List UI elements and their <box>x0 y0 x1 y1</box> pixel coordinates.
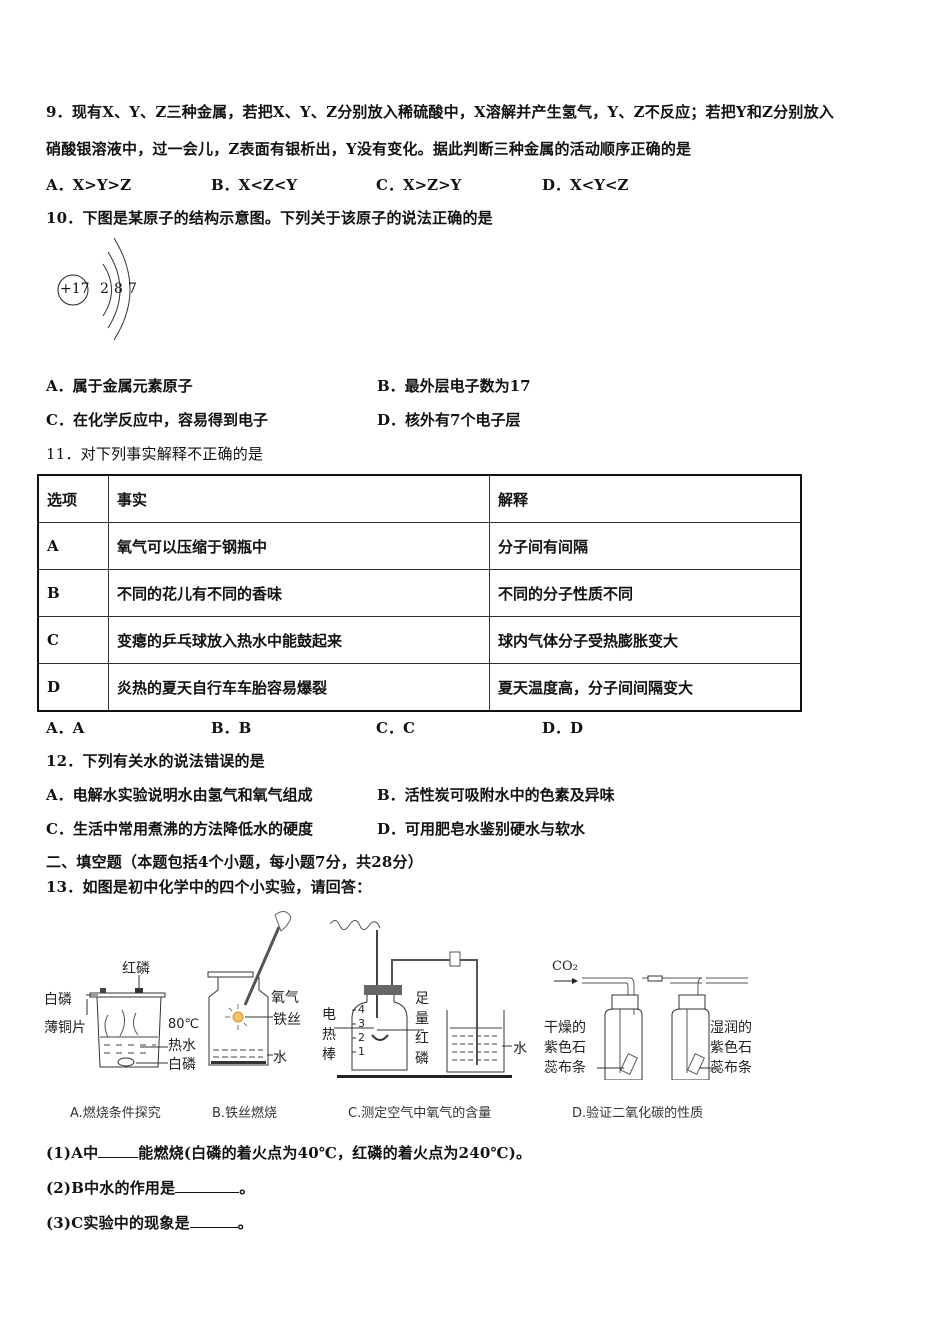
q9-option-d: D．X<Y<Z <box>542 176 629 194</box>
label-hot-water: 热水 <box>168 1038 196 1054</box>
q11-option-b: B．B <box>211 719 252 737</box>
scale-3: 3 <box>358 1017 365 1030</box>
sub3-suffix: 。 <box>237 1214 253 1232</box>
header-fact: 事实 <box>108 474 490 523</box>
label-wet-2: 紫色石 <box>710 1040 752 1056</box>
answer-blank-3[interactable] <box>189 1213 238 1228</box>
label-iron-wire: 铁丝 <box>273 1012 301 1028</box>
label-dry-2: 紫色石 <box>544 1040 586 1056</box>
row-option: C <box>37 616 109 664</box>
label-water: 水 <box>273 1050 287 1066</box>
figure-c-caption: C.测定空气中氧气的含量 <box>348 1106 492 1121</box>
label-red-phosphorus: 红磷 <box>122 961 150 977</box>
label-rod: 棒 <box>322 1047 336 1063</box>
table-row: C 变瘪的乒乓球放入热水中能鼓起来 球内气体分子受热膨胀变大 <box>37 616 802 664</box>
figure-c-oxygen-content: 电 热 棒 足 量 红 磷 水 4 3 2 1 <box>322 910 542 1090</box>
label-water-c: 水 <box>513 1041 527 1057</box>
q11-option-a: A．A <box>46 719 85 737</box>
label-dry-3: 蕊布条 <box>544 1060 586 1076</box>
figure-b-caption: B.铁丝燃烧 <box>212 1106 278 1121</box>
label-heat: 热 <box>322 1027 336 1043</box>
label-white-phosphorus-top: 白磷 <box>44 992 72 1008</box>
q13-stem: 13．如图是初中化学中的四个小实验，请回答： <box>46 878 372 896</box>
sub2-prefix: (2)B中水的作用是 <box>46 1179 176 1197</box>
label-amount: 量 <box>415 1011 429 1027</box>
label-dry-1: 干燥的 <box>544 1020 586 1036</box>
q12-option-c: C．生活中常用煮沸的方法降低水的硬度 <box>46 820 313 838</box>
row-explanation: 不同的分子性质不同 <box>489 569 802 617</box>
q13-sub1: (1)A中 能燃烧(白磷的着火点为40℃，红磷的着火点为240℃)。 <box>46 1143 531 1163</box>
scale-2: 2 <box>358 1031 365 1044</box>
q11-stem: 11．对下列事实解释不正确的是 <box>46 445 264 463</box>
figure-d-co2-properties: CO₂ 干燥的 紫色石 蕊布条 湿润的 紫色石 蕊布条 <box>542 955 762 1081</box>
sub2-suffix: 。 <box>239 1179 255 1197</box>
row-fact: 不同的花儿有不同的香味 <box>108 569 490 617</box>
sub1-prefix: (1)A中 <box>46 1144 99 1162</box>
row-option: B <box>37 569 109 617</box>
q10-option-c: C．在化学反应中，容易得到电子 <box>46 411 268 429</box>
label-wet-3: 蕊布条 <box>710 1060 752 1076</box>
q12-option-d: D．可用肥皂水鉴别硬水与软水 <box>377 820 586 838</box>
q9-option-c: C．X>Z>Y <box>376 176 462 194</box>
section-2-title: 二、填空题（本题包括4个小题，每小题7分，共28分） <box>46 853 423 871</box>
table-header-row: 选项 事实 解释 <box>37 474 802 523</box>
label-phosphorus: 磷 <box>415 1051 429 1067</box>
label-white-phosphorus-bottom: 白磷 <box>168 1057 196 1073</box>
scale-1: 1 <box>358 1045 365 1058</box>
q9-stem-line2: 硝酸银溶液中，过一会儿，Z表面有银析出，Y没有变化。据此判断三种金属的活动顺序正… <box>46 140 692 158</box>
q10-option-a: A．属于金属元素原子 <box>46 377 193 395</box>
row-option: A <box>37 522 109 570</box>
shell-3-electrons: 7 <box>128 281 137 297</box>
row-explanation: 夏天温度高，分子间间隔变大 <box>489 663 802 712</box>
label-red: 红 <box>415 1031 429 1047</box>
table-row: A 氧气可以压缩于钢瓶中 分子间有间隔 <box>37 522 802 570</box>
header-option: 选项 <box>37 474 109 523</box>
shell-2-electrons: 8 <box>114 281 123 297</box>
q9-option-a: A．X>Y>Z <box>46 176 132 194</box>
q13-sub2: (2)B中水的作用是 。 <box>46 1178 255 1198</box>
label-oxygen: 氧气 <box>271 990 299 1006</box>
row-option: D <box>37 663 109 712</box>
q12-stem: 12．下列有关水的说法错误的是 <box>46 752 265 770</box>
label-80c: 80℃ <box>168 1017 200 1032</box>
label-electric: 电 <box>322 1007 336 1023</box>
q11-option-c: C．C <box>376 719 415 737</box>
q12-option-b: B．活性炭可吸附水中的色素及异味 <box>377 786 615 804</box>
row-fact: 氧气可以压缩于钢瓶中 <box>108 522 490 570</box>
q10-stem: 10．下图是某原子的结构示意图。下列关于该原子的说法正确的是 <box>46 209 493 227</box>
answer-blank-1[interactable] <box>98 1143 139 1158</box>
q9-option-b: B．X<Z<Y <box>211 176 298 194</box>
row-explanation: 球内气体分子受热膨胀变大 <box>489 616 802 664</box>
table-row: D 炎热的夏天自行车车胎容易爆裂 夏天温度高，分子间间隔变大 <box>37 663 802 712</box>
nucleus-charge: +17 <box>60 281 90 297</box>
row-explanation: 分子间有间隔 <box>489 522 802 570</box>
label-wet-1: 湿润的 <box>710 1020 752 1036</box>
figure-d-caption: D.验证二氧化碳的性质 <box>572 1106 704 1121</box>
label-co2: CO₂ <box>552 959 578 974</box>
figure-a-caption: A.燃烧条件探究 <box>70 1106 161 1121</box>
header-explanation: 解释 <box>489 474 802 523</box>
label-sufficient: 足 <box>415 991 429 1007</box>
figure-a-combustion: 红磷 白磷 薄铜片 80℃ 热水 白磷 <box>40 955 220 1075</box>
atom-structure-diagram: +17 2 8 7 <box>50 232 150 344</box>
q12-option-a: A．电解水实验说明水由氢气和氧气组成 <box>46 786 313 804</box>
figure-b-iron-wire: 氧气 铁丝 水 <box>205 905 315 1075</box>
answer-blank-2[interactable] <box>175 1178 240 1193</box>
sub1-suffix: 能燃烧(白磷的着火点为40℃，红磷的着火点为240℃)。 <box>138 1144 532 1162</box>
q10-option-d: D．核外有7个电子层 <box>377 411 521 429</box>
q10-option-b: B．最外层电子数为17 <box>377 377 531 395</box>
row-fact: 变瘪的乒乓球放入热水中能鼓起来 <box>108 616 490 664</box>
table-row: B 不同的花儿有不同的香味 不同的分子性质不同 <box>37 569 802 617</box>
shell-1-electrons: 2 <box>100 281 109 297</box>
row-fact: 炎热的夏天自行车车胎容易爆裂 <box>108 663 490 712</box>
q13-sub3: (3)C实验中的现象是 。 <box>46 1213 253 1233</box>
label-copper-sheet: 薄铜片 <box>44 1020 86 1036</box>
q11-table: 选项 事实 解释 A 氧气可以压缩于钢瓶中 分子间有间隔 B 不同的花儿有不同的… <box>37 474 802 712</box>
sub3-prefix: (3)C实验中的现象是 <box>46 1214 190 1232</box>
q9-stem-line1: 9．现有X、Y、Z三种金属，若把X、Y、Z分别放入稀硫酸中，X溶解并产生氢气，Y… <box>46 103 834 121</box>
q11-option-d: D．D <box>542 719 584 737</box>
scale-4: 4 <box>358 1003 365 1016</box>
